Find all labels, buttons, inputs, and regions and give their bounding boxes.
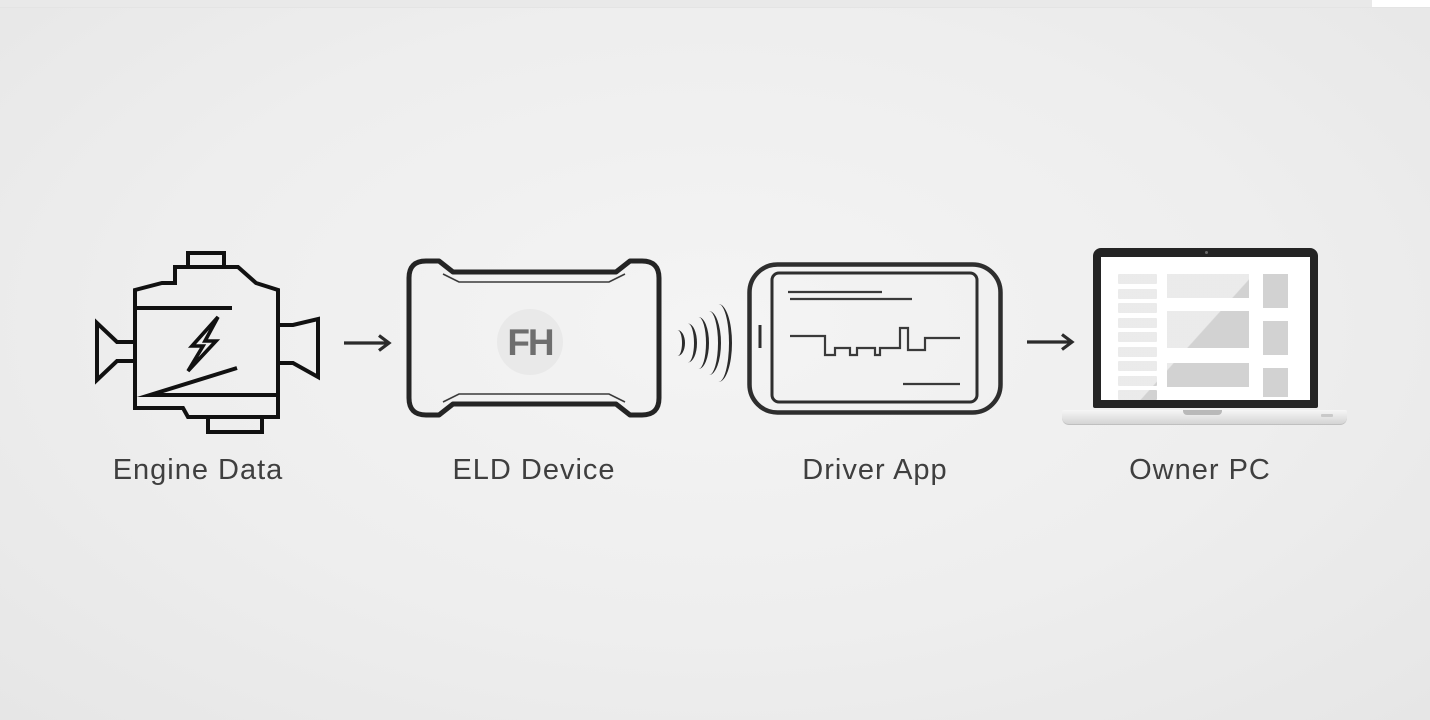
logo-circle [497,309,563,375]
hos-log-graph [788,290,960,386]
wireless-signal-icon [668,300,743,385]
laptop-base [1062,410,1347,425]
laptop-icon [1093,248,1318,408]
wireframe-right-blocks [1263,274,1288,397]
wireframe-main-blocks [1167,274,1249,387]
top-edge-white-corner [1372,0,1430,7]
laptop-base-mark [1321,414,1333,417]
eld-device-icon: FH [406,258,662,418]
step-label-engine-data: Engine Data [112,454,284,486]
laptop-screen-wireframe [1101,257,1310,400]
wireframe-sidebar-bars [1118,274,1157,400]
driver-app-phone-icon [747,262,1003,415]
fh-logo-text: FH [507,322,553,363]
laptop-hinge-notch [1183,410,1222,415]
top-edge-strip [0,0,1430,8]
step-label-driver-app: Driver App [802,454,948,486]
laptop-camera-dot [1204,251,1208,254]
arrow-right-icon [1027,333,1075,351]
step-label-owner-pc: Owner PC [1129,454,1271,486]
engine-icon [95,251,320,434]
arrow-right-icon [344,334,392,352]
step-label-eld-device: ELD Device [452,454,616,486]
